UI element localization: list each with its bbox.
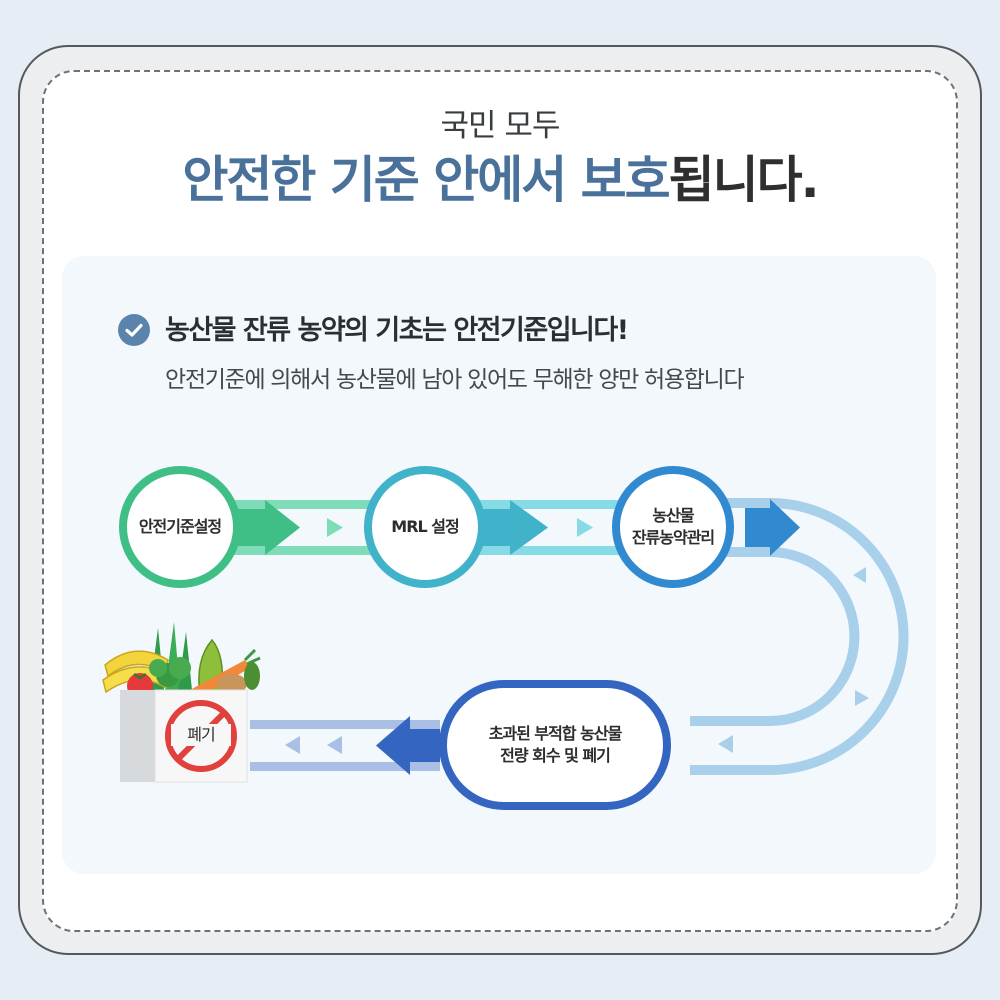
connector-mrl-to-management <box>475 500 625 555</box>
arrow-left-icon <box>327 736 342 754</box>
page-title: 안전한 기준 안에서 보호됩니다. <box>0 140 1000 220</box>
step-label-line: 초과된 부적합 농산물 <box>488 724 623 743</box>
step-node-recall-disposal <box>439 680 671 810</box>
header-subtitle: 국민 모두 <box>440 108 561 144</box>
step-node-residue-management <box>612 466 734 588</box>
arrow-left-icon <box>285 736 300 754</box>
step-label-recall-disposal: 초과된 부적합 농산물 전량 회수 및 폐기 <box>455 723 655 767</box>
step-node-mrl-setting <box>364 466 486 588</box>
step-label-standard-setting: 안전기준설정 <box>138 517 222 536</box>
connector-setting-to-mrl <box>230 500 380 555</box>
arrow-left-icon <box>853 567 866 583</box>
step-label-residue-management: 농산물 잔류농약관리 <box>610 505 736 549</box>
step-label-line: 잔류농약관리 <box>631 528 715 547</box>
step-label-line: 농산물 <box>652 506 694 525</box>
connector-management-to-recall <box>690 498 909 775</box>
step-label-line: 전량 회수 및 폐기 <box>500 746 611 765</box>
step-node-standard-setting <box>119 466 241 588</box>
arrow-right-icon <box>327 518 343 537</box>
arrow-right-icon <box>577 518 593 537</box>
connector-recall-to-disposal <box>250 716 440 775</box>
info-description: 안전기준에 의해서 농산물에 남아 있어도 무해한 양만 허용합니다 <box>165 367 745 393</box>
step-label-mrl-setting: MRL 설정 <box>391 517 459 536</box>
page-title-rest: 됩니다. <box>668 151 820 209</box>
info-title: 농산물 잔류 농약의 기초는 안전기준입니다! <box>165 315 629 346</box>
page-title-highlight: 안전한 기준 안에서 보호 <box>182 151 670 209</box>
disposal-label: 폐기 <box>171 724 231 746</box>
check-circle-icon <box>118 314 150 346</box>
arrow-left-icon <box>718 735 733 753</box>
arrow-right-icon <box>855 690 869 706</box>
